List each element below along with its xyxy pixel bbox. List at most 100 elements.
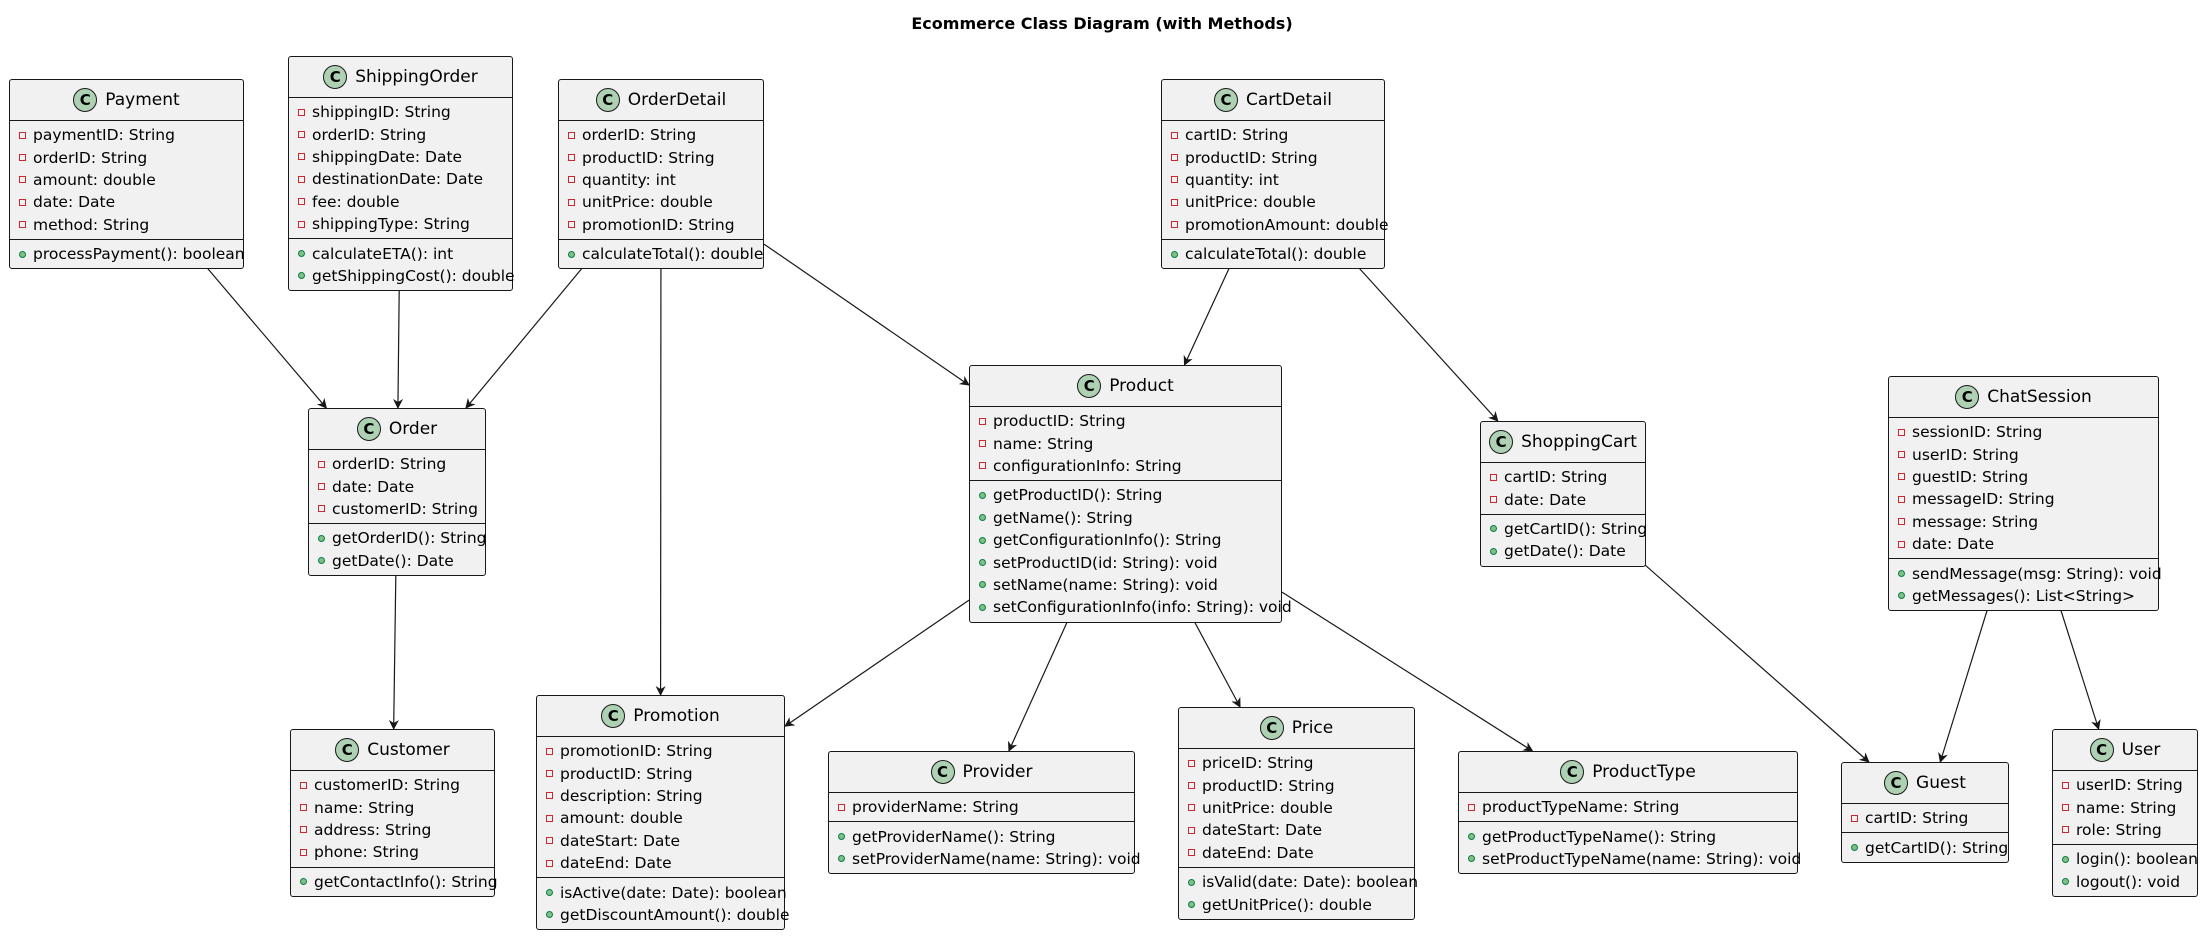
private-visibility-icon [838, 803, 845, 811]
private-visibility-icon [19, 198, 26, 206]
class-attribute: promotionID: String [537, 740, 784, 762]
method-text: processPayment(): boolean [33, 245, 245, 264]
class-name: User [2121, 740, 2161, 760]
class-attribute: name: String [970, 432, 1281, 454]
method-text: setName(name: String): void [993, 575, 1218, 594]
class-name: Order [388, 419, 438, 439]
method-text: getDate(): Date [1504, 542, 1626, 561]
private-visibility-icon [979, 440, 986, 448]
method-text: setProductID(id: String): void [993, 553, 1218, 572]
attribute-text: shippingID: String [312, 103, 451, 122]
attribute-text: userID: String [1912, 445, 2019, 464]
relation-product-to-price [1193, 620, 1241, 708]
class-method: getShippingCost(): double [289, 265, 515, 287]
class-method: processPayment(): boolean [10, 243, 245, 265]
class-method: getDate(): Date [309, 550, 485, 572]
relation-chat-session-to-user [2059, 609, 2101, 730]
class-attributes-section: providerName: String [829, 793, 1134, 821]
public-visibility-icon [19, 250, 26, 258]
class-methods-section: getCartID(): String [1842, 832, 2008, 861]
class-method: setName(name: String): void [970, 574, 1281, 596]
attribute-text: paymentID: String [33, 126, 175, 145]
public-visibility-icon [838, 855, 845, 863]
class-name: ChatSession [1987, 387, 2092, 407]
private-visibility-icon [298, 108, 305, 116]
attribute-text: dateEnd: Date [1202, 843, 1314, 862]
public-visibility-icon [1171, 250, 1178, 258]
method-text: getProductTypeName(): String [1482, 827, 1717, 846]
method-text: getShippingCost(): double [312, 266, 515, 285]
class-stereotype-icon: C [601, 704, 626, 728]
class-stereotype-icon: C [1259, 716, 1284, 740]
class-attribute: configurationInfo: String [970, 455, 1281, 477]
private-visibility-icon [979, 462, 986, 470]
relation-payment-to-order [206, 267, 328, 409]
diagram-title: Ecommerce Class Diagram (with Methods) [911, 14, 1293, 33]
class-attribute: productID: String [559, 146, 763, 168]
private-visibility-icon [1188, 759, 1195, 767]
attribute-text: customerID: String [314, 776, 460, 795]
class-method: getConfigurationInfo(): String [970, 529, 1281, 551]
method-text: getName(): String [993, 508, 1133, 527]
class-attribute: cartID: String [1481, 466, 1645, 488]
attribute-text: productTypeName: String [1482, 798, 1680, 817]
class-name: Payment [105, 90, 180, 110]
private-visibility-icon [1898, 428, 1905, 436]
private-visibility-icon [1171, 198, 1178, 206]
method-text: getContactInfo(): String [314, 872, 498, 891]
class-method: getOrderID(): String [309, 527, 487, 549]
class-method: calculateTotal(): double [559, 243, 763, 265]
private-visibility-icon [1171, 131, 1178, 139]
private-visibility-icon [19, 131, 26, 139]
attribute-text: unitPrice: double [1202, 798, 1333, 817]
attribute-text: orderID: String [312, 125, 427, 144]
method-text: getDiscountAmount(): double [560, 905, 790, 924]
attribute-text: guestID: String [1912, 467, 2029, 486]
class-attribute: shippingID: String [289, 101, 512, 123]
private-visibility-icon [568, 221, 575, 229]
method-text: getProductID(): String [993, 486, 1163, 505]
class-stereotype-icon: C [595, 88, 620, 112]
public-visibility-icon [1898, 592, 1905, 600]
public-visibility-icon [979, 559, 986, 567]
class-method: setProductID(id: String): void [970, 551, 1281, 573]
attribute-text: shippingDate: Date [312, 147, 463, 166]
class-method: setConfigurationInfo(info: String): void [970, 596, 1292, 618]
relation-chat-session-to-guest [1938, 609, 1989, 763]
class-attribute: fee: double [289, 191, 512, 213]
public-visibility-icon [1851, 844, 1858, 852]
method-text: calculateETA(): int [312, 244, 454, 263]
attribute-text: orderID: String [582, 126, 697, 145]
class-method: getMessages(): List<String> [1889, 585, 2158, 607]
class-attributes-section: productTypeName: String [1459, 793, 1797, 821]
class-attribute: date: Date [10, 191, 243, 213]
private-visibility-icon [1898, 495, 1905, 503]
class-attribute: productID: String [537, 762, 784, 784]
class-attribute: date: Date [1481, 488, 1645, 510]
attribute-text: quantity: int [1185, 170, 1279, 189]
private-visibility-icon [300, 781, 307, 789]
class-attributes-section: shippingID: String orderID: String shippin… [289, 98, 512, 238]
class-methods-section: getCartID(): String getDate(): Date [1481, 513, 1648, 566]
attribute-text: message: String [1912, 512, 2039, 531]
class-stereotype-icon: C [1489, 430, 1514, 454]
class-method: isValid(date: Date): boolean [1179, 871, 1418, 893]
method-text: getCartID(): String [1504, 519, 1648, 538]
relation-cart-detail-to-shopping-cart [1358, 266, 1499, 422]
public-visibility-icon [298, 250, 305, 258]
class-stereotype-icon: C [323, 65, 348, 89]
class-attribute: unitPrice: double [1162, 191, 1384, 213]
class-method: getContactInfo(): String [291, 871, 498, 893]
